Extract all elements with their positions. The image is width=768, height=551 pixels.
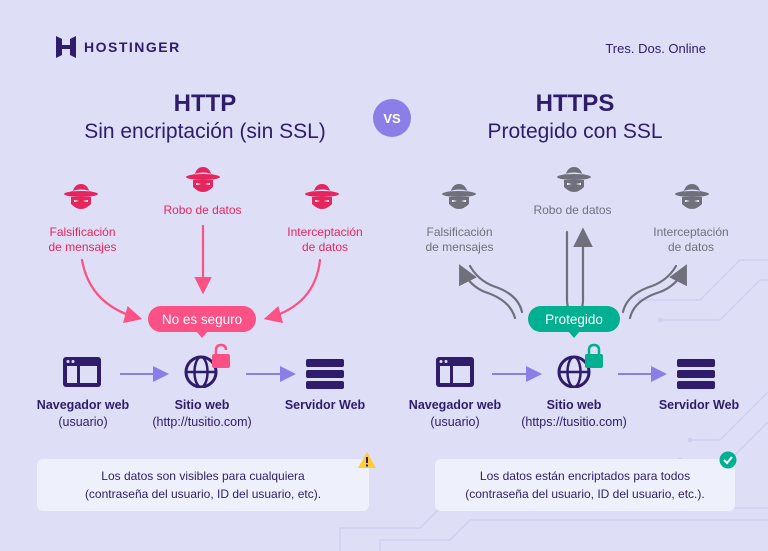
hacker-icon [557, 167, 591, 192]
server-icon [306, 359, 344, 389]
hacker-icon [305, 184, 339, 209]
https-subtitle: Protegido con SSL [487, 120, 663, 143]
hostinger-logo-icon [56, 36, 76, 58]
http-note: Los datos son visibles para cualquiera(c… [37, 459, 369, 511]
brand-logo: HOSTINGER [56, 36, 181, 58]
site-title: Sitio web [546, 398, 602, 412]
browser-icon [63, 357, 101, 387]
hacker-icon [186, 167, 220, 192]
browser-icon [436, 357, 474, 387]
hacker-icon [675, 184, 709, 209]
globe-icon [557, 355, 591, 388]
browser-subtitle: (usuario) [430, 415, 480, 429]
browser-title: Navegador web [36, 398, 130, 412]
check-icon [719, 451, 737, 469]
browser-subtitle: (usuario) [58, 415, 108, 429]
open-lock-icon [212, 343, 230, 368]
vs-badge: VS [373, 99, 411, 137]
badge-pointer [196, 331, 208, 338]
site-title: Sitio web [174, 398, 230, 412]
site-url: (http://tusitio.com) [152, 415, 252, 429]
server-title: Servidor Web [658, 398, 740, 412]
badge-pointer [568, 331, 580, 338]
not-secure-badge: No es seguro [148, 306, 256, 332]
https-note: Los datos están encriptados para todos(c… [435, 459, 735, 511]
closed-lock-icon [585, 343, 603, 368]
server-icon [677, 359, 715, 389]
warning-icon [358, 452, 376, 468]
site-url: (https://tusitio.com) [521, 415, 627, 429]
threat-data-theft-label: Robo de datos [533, 203, 612, 217]
globe-icon [184, 355, 218, 388]
threat-data-theft-label: Robo de datos [163, 203, 242, 217]
server-title: Servidor Web [284, 398, 366, 412]
signature-text: Tres. Dos. Online [605, 41, 706, 56]
brand-name: HOSTINGER [84, 39, 181, 55]
browser-title: Navegador web [408, 398, 502, 412]
flow-arrows-https [492, 366, 667, 382]
hacker-icon [442, 184, 476, 209]
http-subtitle: Sin encriptación (sin SSL) [84, 120, 326, 143]
http-title: HTTP [173, 90, 237, 117]
threat-arrows-http [80, 224, 322, 324]
protected-badge: Protegido [528, 306, 620, 332]
hacker-icon [64, 184, 98, 209]
flow-arrows-http [120, 366, 296, 382]
https-title: HTTPS [535, 90, 615, 117]
